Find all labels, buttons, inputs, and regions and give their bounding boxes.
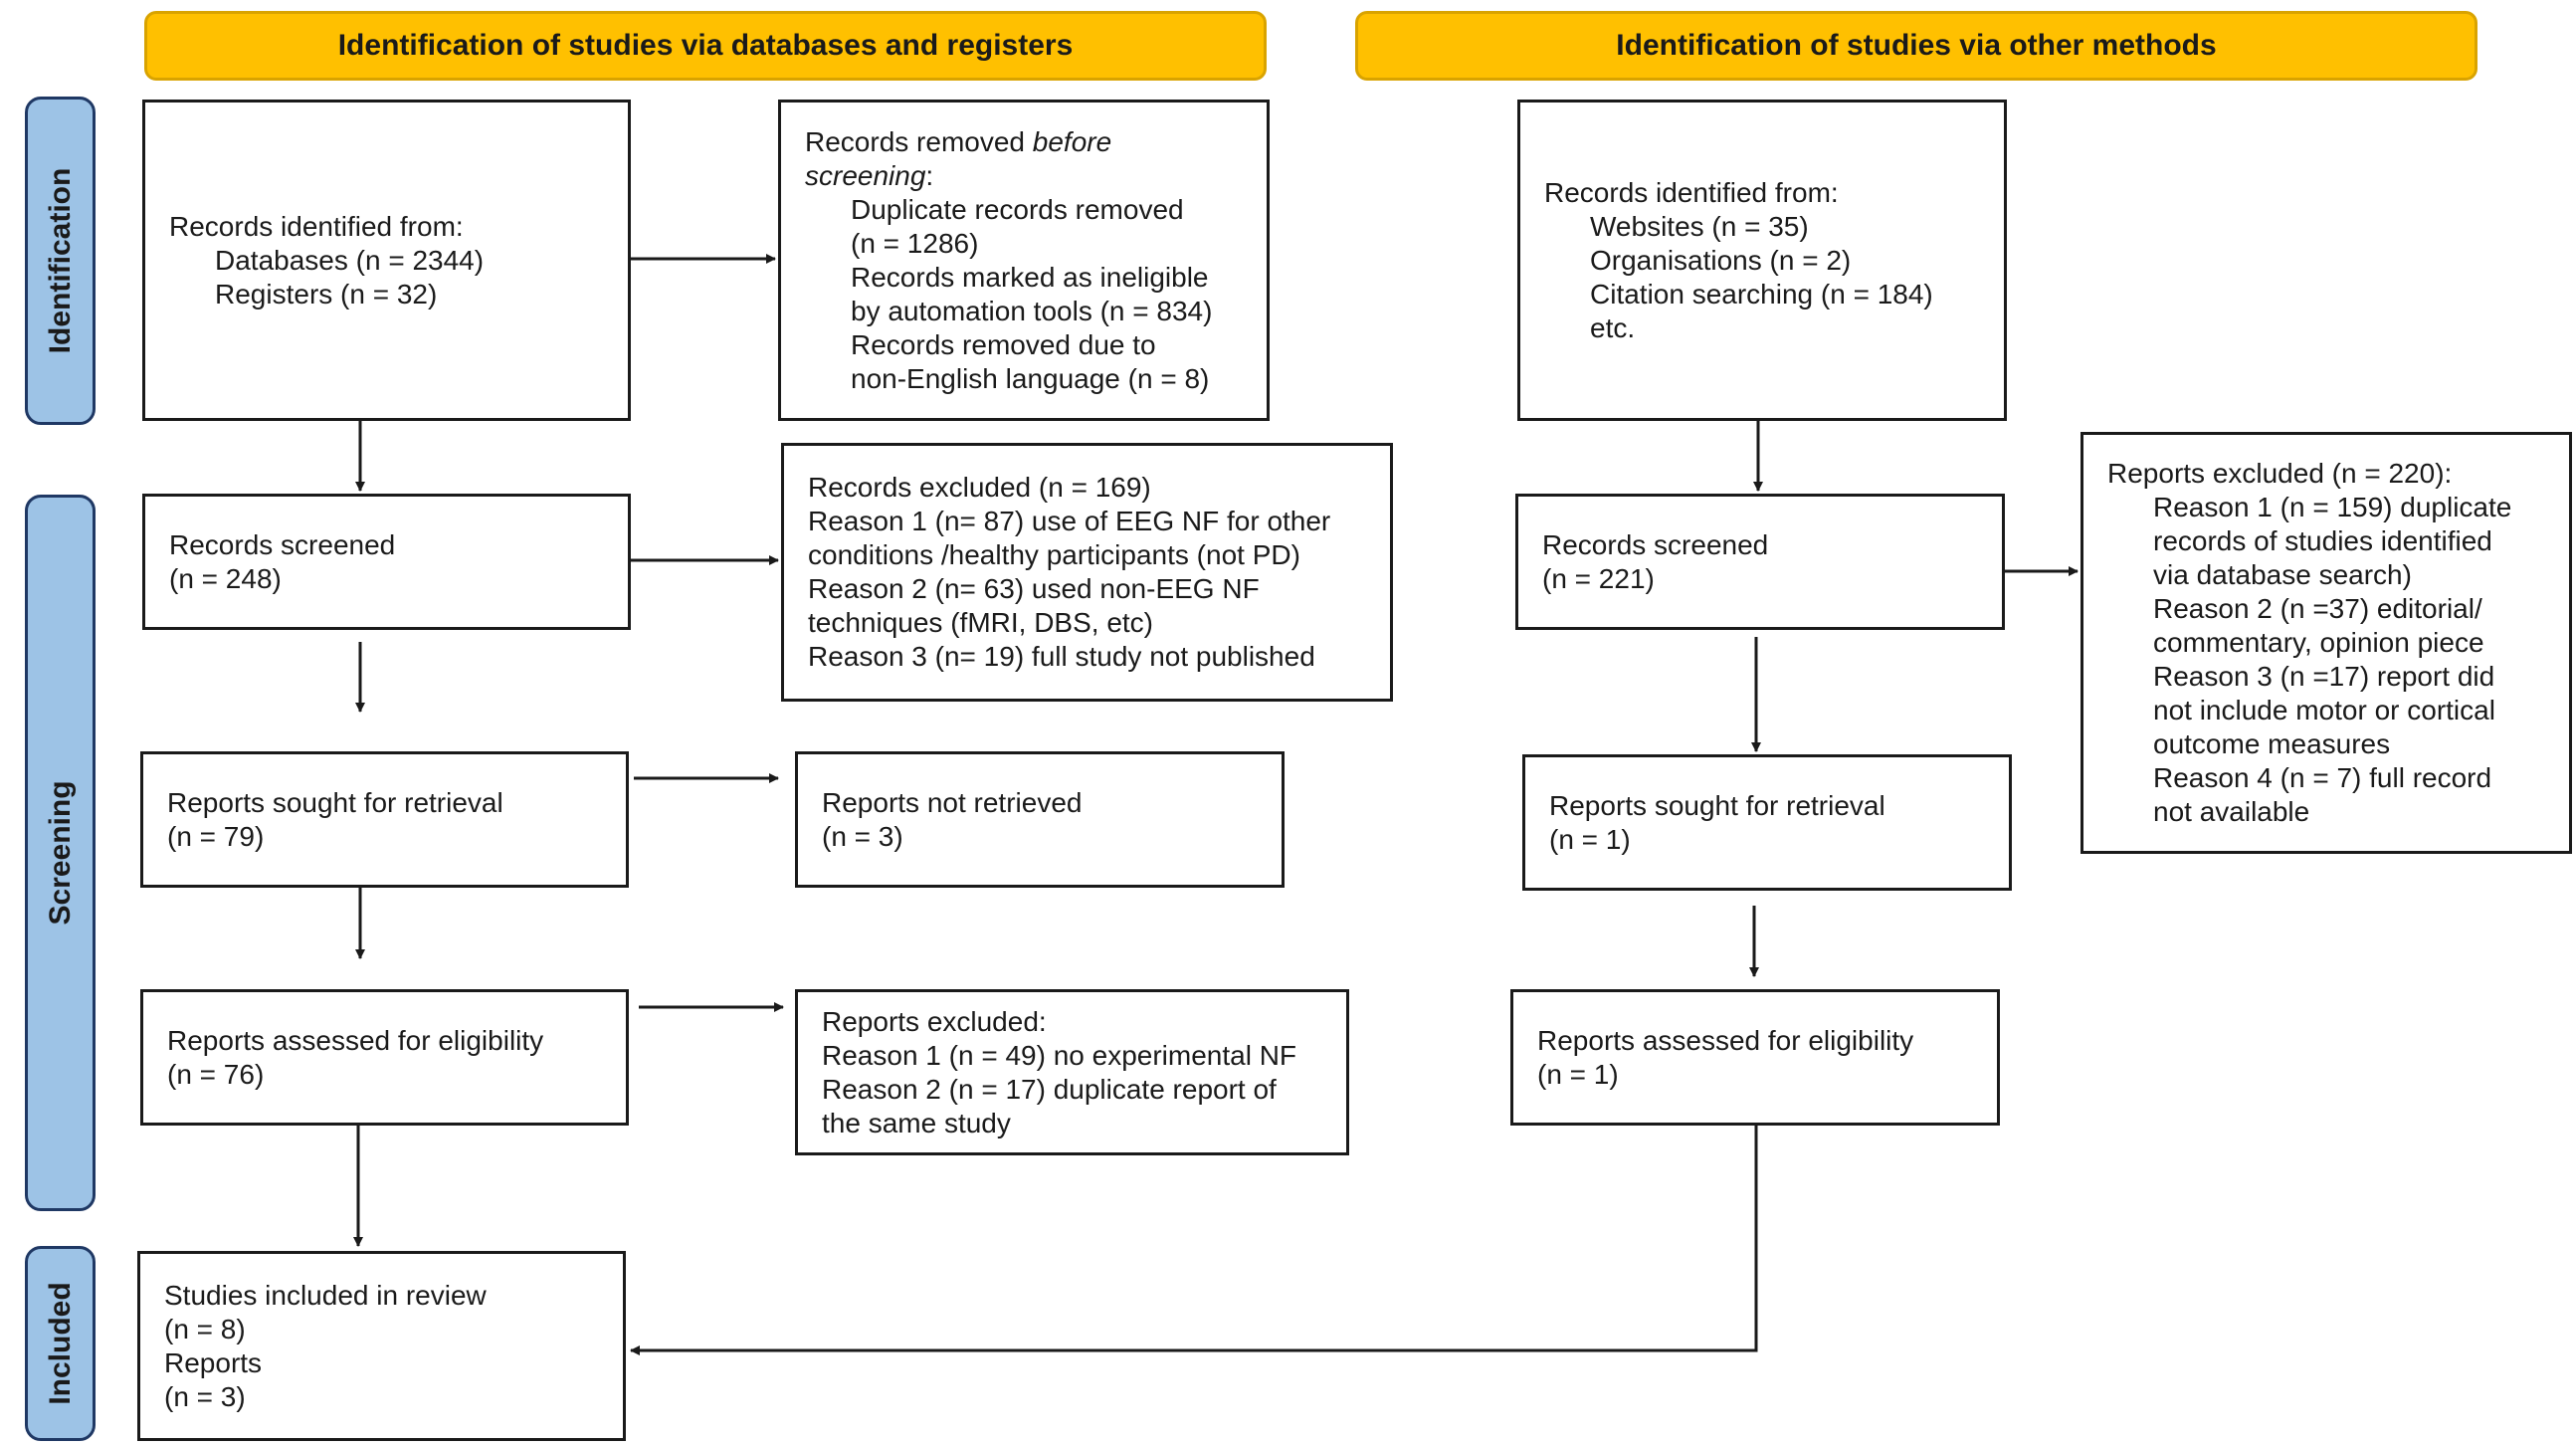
other-excluded-item: Reason 1 (n = 159) duplicate [2153, 492, 2512, 522]
db-removed-title-prefix: Records removed [805, 125, 1033, 157]
db-sought-count: (n = 79) [167, 820, 265, 852]
header-other-methods: Identification of studies via other meth… [1355, 11, 2477, 81]
db-reports-assessed-box: Reports assessed for eligibility (n = 76… [140, 989, 629, 1126]
db-reports-sought-box: Reports sought for retrieval (n = 79) [140, 751, 629, 888]
db-excluded-line: Reason 2 (n= 63) used non-EEG NF [808, 573, 1260, 604]
db-removed-title-italic-2: screening [805, 159, 926, 191]
db-identified-registers: Registers (n = 32) [215, 278, 438, 310]
other-excluded-title: Reports excluded (n = 220): [2107, 458, 2453, 489]
db-reports-excluded-box: Reports excluded: Reason 1 (n = 49) no e… [795, 989, 1349, 1155]
other-assessed-count: (n = 1) [1537, 1058, 1619, 1090]
other-reports-excluded-box: Reports excluded (n = 220): Reason 1 (n … [2081, 432, 2572, 854]
other-identified-item: Websites (n = 35) [1590, 210, 1809, 242]
other-excluded-item: not available [2153, 796, 2310, 827]
db-removed-title-line2: screening: [805, 159, 1257, 193]
other-screened-count: (n = 221) [1542, 562, 1655, 594]
other-excluded-item: via database search) [2153, 559, 2412, 590]
other-records-identified-box: Records identified from: Websites (n = 3… [1517, 100, 2007, 421]
db-excluded-line: Records excluded (n = 169) [808, 472, 1151, 503]
studies-included-box: Studies included in review (n = 8) Repor… [137, 1251, 626, 1441]
other-excluded-item: not include motor or cortical [2153, 695, 2495, 725]
db-assessed-count: (n = 76) [167, 1058, 265, 1090]
db-removed-item: Records marked as ineligible [851, 261, 1209, 293]
db-identified-title: Records identified from: [169, 210, 464, 242]
db-excluded-line: Reason 3 (n= 19) full study not publishe… [808, 641, 1315, 672]
other-excluded-item: outcome measures [2153, 728, 2391, 759]
included-line: Studies included in review [164, 1279, 487, 1311]
db-records-screened-box: Records screened (n = 248) [142, 494, 631, 630]
other-assessed-label: Reports assessed for eligibility [1537, 1024, 1914, 1056]
db-sought-label: Reports sought for retrieval [167, 786, 503, 818]
header-other-label: Identification of studies via other meth… [1616, 29, 2217, 62]
db-excluded-line: conditions /healthy participants (not PD… [808, 539, 1300, 570]
other-identified-item: Citation searching (n = 184) [1590, 278, 1933, 310]
db-records-excluded-box: Records excluded (n = 169) Reason 1 (n= … [781, 443, 1393, 702]
db-records-removed-box: Records removed before screening: Duplic… [778, 100, 1270, 421]
db-identified-databases: Databases (n = 2344) [215, 244, 485, 276]
db-reports-excluded-line: Reports excluded: [822, 1005, 1047, 1037]
other-reports-sought-box: Reports sought for retrieval (n = 1) [1522, 754, 2012, 891]
other-excluded-item: Reason 3 (n =17) report did [2153, 661, 2495, 692]
other-records-screened-box: Records screened (n = 221) [1515, 494, 2005, 630]
db-reports-excluded-line: Reason 1 (n = 49) no experimental NF [822, 1039, 1297, 1071]
header-databases-label: Identification of studies via databases … [337, 29, 1074, 62]
other-excluded-item: records of studies identified [2153, 525, 2492, 556]
db-excluded-line: techniques (fMRI, DBS, etc) [808, 607, 1154, 638]
phase-identification: Identification [25, 97, 96, 425]
db-removed-item: non-English language (n = 8) [851, 362, 1210, 394]
other-identified-item: Organisations (n = 2) [1590, 244, 1852, 276]
db-removed-title-suffix: : [925, 159, 934, 191]
other-excluded-item: commentary, opinion piece [2153, 627, 2484, 658]
db-screened-count: (n = 248) [169, 562, 282, 594]
db-removed-item: Duplicate records removed [851, 193, 1184, 225]
other-excluded-item: Reason 4 (n = 7) full record [2153, 762, 2492, 793]
included-line: (n = 8) [164, 1313, 246, 1344]
other-sought-count: (n = 1) [1549, 823, 1631, 855]
phase-included: Included [25, 1246, 96, 1441]
db-screened-label: Records screened [169, 528, 396, 560]
arrow-other-assessed-to-included [630, 1126, 1758, 1355]
db-removed-item: Records removed due to [851, 328, 1156, 360]
other-identified-title: Records identified from: [1544, 176, 1839, 208]
other-sought-label: Reports sought for retrieval [1549, 789, 1885, 821]
db-not-retrieved-count: (n = 3) [822, 820, 903, 852]
included-line: (n = 3) [164, 1380, 246, 1412]
db-removed-item: by automation tools (n = 834) [851, 295, 1213, 326]
other-identified-item: etc. [1590, 311, 1636, 343]
phase-screening: Screening [25, 495, 96, 1211]
included-line: Reports [164, 1346, 263, 1378]
db-reports-not-retrieved-box: Reports not retrieved (n = 3) [795, 751, 1285, 888]
db-removed-title-line1: Records removed before [805, 125, 1257, 159]
db-records-identified-box: Records identified from: Databases (n = … [142, 100, 631, 421]
other-excluded-item: Reason 2 (n =37) editorial/ [2153, 593, 2482, 624]
db-excluded-line: Reason 1 (n= 87) use of EEG NF for other [808, 506, 1331, 536]
db-removed-title-italic-1: before [1032, 125, 1112, 157]
header-databases-registers: Identification of studies via databases … [144, 11, 1267, 81]
db-removed-item: (n = 1286) [851, 227, 979, 259]
other-screened-label: Records screened [1542, 528, 1769, 560]
db-not-retrieved-label: Reports not retrieved [822, 786, 1083, 818]
db-reports-excluded-line: the same study [822, 1107, 1011, 1138]
db-assessed-label: Reports assessed for eligibility [167, 1024, 544, 1056]
other-reports-assessed-box: Reports assessed for eligibility (n = 1) [1510, 989, 2000, 1126]
db-reports-excluded-line: Reason 2 (n = 17) duplicate report of [822, 1073, 1277, 1105]
